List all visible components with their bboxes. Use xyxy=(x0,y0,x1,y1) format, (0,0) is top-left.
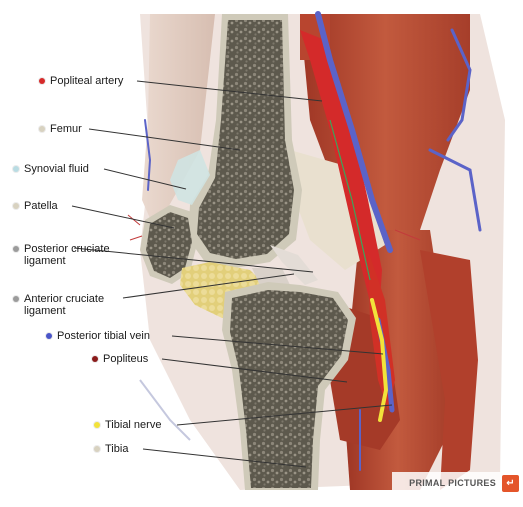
label-posterior-tibial-vein: Posterior tibial vein xyxy=(46,330,150,342)
popliteus-marker-icon xyxy=(92,356,98,362)
label-text: Patella xyxy=(24,200,58,212)
label-posterior-cruciate-ligament: Posterior cruciate ligament xyxy=(13,243,136,267)
label-anterior-cruciate-ligament: Anterior cruciate ligament xyxy=(13,293,134,317)
anterior-cruciate-ligament-marker-icon xyxy=(13,296,19,302)
patella-marker-icon xyxy=(13,203,19,209)
tibial-nerve-marker-icon xyxy=(94,422,100,428)
label-patella: Patella xyxy=(13,200,58,212)
tibia-marker-icon xyxy=(94,446,100,452)
brand-text: PRIMAL PICTURES xyxy=(409,478,496,488)
label-text: Anterior cruciate ligament xyxy=(24,293,134,317)
label-popliteal-artery: Popliteal artery xyxy=(39,75,123,87)
label-synovial-fluid: Synovial fluid xyxy=(13,163,89,175)
posterior-cruciate-ligament-marker-icon xyxy=(13,246,19,252)
label-text: Femur xyxy=(50,123,82,135)
posterior-tibial-vein-marker-icon xyxy=(46,333,52,339)
label-text: Popliteus xyxy=(103,353,148,365)
femur-marker-icon xyxy=(39,126,45,132)
primal-pictures-logo-icon: ↵ xyxy=(502,475,519,492)
label-femur: Femur xyxy=(39,123,82,135)
primal-pictures-brand: PRIMAL PICTURES ↵ xyxy=(392,472,519,494)
label-text: Posterior cruciate ligament xyxy=(24,243,136,267)
label-text: Tibia xyxy=(105,443,128,455)
label-text: Synovial fluid xyxy=(24,163,89,175)
label-text: Tibial nerve xyxy=(105,419,161,431)
label-popliteus: Popliteus xyxy=(92,353,148,365)
label-text: Posterior tibial vein xyxy=(57,330,150,342)
label-tibial-nerve: Tibial nerve xyxy=(94,419,161,431)
label-tibia: Tibia xyxy=(94,443,128,455)
label-text: Popliteal artery xyxy=(50,75,123,87)
synovial-fluid-marker-icon xyxy=(13,166,19,172)
popliteal-artery-marker-icon xyxy=(39,78,45,84)
